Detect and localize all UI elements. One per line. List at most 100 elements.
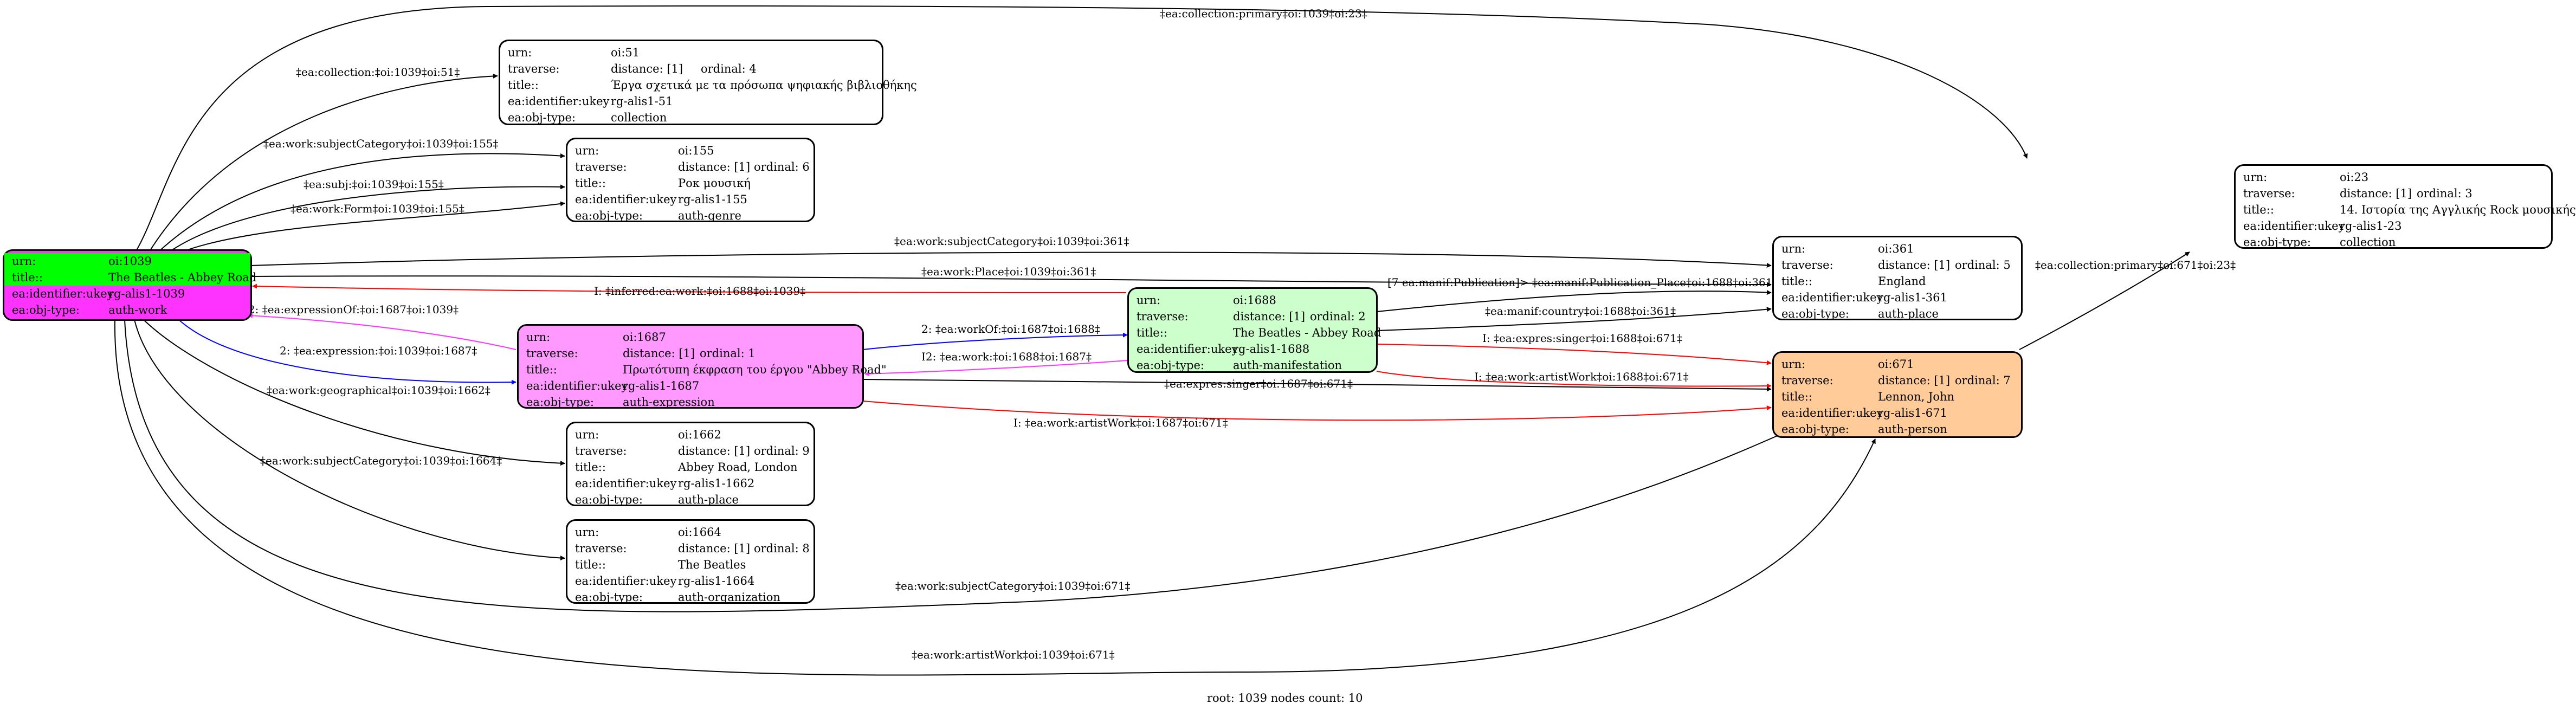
node-oi-1688[interactable]: urn:oi:1688 traverse:distance: [1]ordina…	[1127, 287, 1381, 373]
edge-line	[250, 275, 1772, 287]
row-key: ea:obj-type:	[575, 591, 643, 604]
row-ordinal: ordinal: 5	[1955, 259, 2011, 272]
row-value: Έργα σχετικά με τα πρόσωπα ψηφιακής βιβλ…	[611, 79, 917, 92]
row-key: ea:obj-type:	[1781, 307, 1849, 320]
edge-label: I: ‡inferred:ea:work:‡oi:1688‡oi:1039‡	[594, 285, 805, 298]
node-row-urn: urn:oi:1688	[1137, 292, 1368, 308]
node-oi-51[interactable]: urn:oi:51 traverse:distance: [1]ordinal:…	[499, 40, 917, 125]
edge-label: ‡ea:work:subjectCategory‡oi:1039‡oi:361‡	[894, 235, 1129, 248]
node-row-traverse: traverse:distance: [1]ordinal: 6	[575, 159, 810, 175]
node-oi-1687[interactable]: urn:oi:1687 traverse:distance: [1]ordina…	[517, 324, 887, 409]
row-key: ea:obj-type:	[2243, 236, 2311, 249]
row-value: rg-alis1-1688	[1233, 343, 1310, 356]
row-value: auth-organization	[678, 591, 780, 604]
row-key: urn:	[1781, 358, 1806, 371]
node-row-urn: urn: oi:361	[1781, 241, 2013, 257]
node-row-objtype: ea:obj-type:auth-place	[1781, 306, 2013, 322]
node-row-traverse: traverse:distance: [1]ordinal: 1	[526, 345, 855, 362]
row-value: rg-alis1-155	[678, 193, 747, 206]
edge-line	[864, 360, 1128, 377]
row-key: title::	[526, 363, 557, 376]
row-key: ea:obj-type:	[575, 209, 643, 222]
row-key: title::	[575, 177, 606, 190]
row-value: distance: [1]	[623, 347, 695, 360]
node-oi-23[interactable]: urn:oi:23 traverse: distance: [1] ordinal:…	[2234, 164, 2576, 250]
edge-label: ‡ea:work:geographical‡oi:1039‡oi:1662‡	[267, 384, 490, 397]
edge-label: ‡ea:work:subjectCategory‡oi:1039‡oi:1664…	[260, 454, 502, 467]
node-oi-1662[interactable]: urn:oi:1662 traverse:distance: [1]ordina…	[566, 422, 815, 506]
row-key: traverse:	[1137, 310, 1189, 323]
row-ordinal: ordinal: 9	[754, 444, 810, 457]
node-oi-361[interactable]: urn: oi:361 traverse:distance: [1]ordinal…	[1772, 236, 2023, 320]
node-row-urn: urn:oi:155	[575, 143, 806, 159]
row-value: rg-alis1-23	[2340, 220, 2402, 233]
node-oi-1039[interactable]: urn: oi:1039 title:: The Beatles - Abbey…	[3, 249, 256, 321]
node-row-traverse: traverse: distance: [1] ordinal: 3	[2243, 185, 2543, 202]
row-value: distance: [1]	[678, 444, 751, 457]
row-value: oi:361	[1878, 242, 1914, 255]
edge-line	[248, 313, 517, 350]
edge-label: ‡ea:work:Form‡oi:1039‡oi:155‡	[290, 202, 464, 215]
row-value: The Beatles - Abbey Road	[1233, 326, 1381, 339]
node-row-traverse: traverse:distance: [1]ordinal: 4	[508, 61, 874, 77]
row-ordinal: ordinal: 1	[700, 347, 756, 360]
edge-1687-671-b: I: ‡ea:work:artistWork‡oi:1687‡oi:671‡	[862, 401, 1772, 429]
node-row-objtype: ea:obj-type:collection	[2243, 234, 2543, 250]
row-value: Πρωτότυπη έκφραση του έργου "Abbey Road"	[623, 363, 887, 376]
row-key: ea:obj-type:	[12, 304, 80, 317]
edge-671-23: ‡ea:collection:primary‡oi:671‡oi:23‡	[2019, 251, 2236, 350]
node-row-traverse: traverse:distance: [1]ordinal: 7	[1781, 372, 2013, 389]
row-ordinal: ordinal: 3	[2417, 187, 2472, 200]
edge-label: [7 ea:manif:Publication]> ‡ea:manif:Publ…	[1387, 276, 1785, 289]
row-key: ea:identifier:ukey	[1781, 291, 1883, 304]
row-value: The Beatles	[678, 558, 746, 571]
row-value: oi:1039	[108, 255, 152, 268]
node-row-traverse: traverse:distance: [1]ordinal: 5	[1781, 257, 2013, 273]
row-value: auth-work	[108, 304, 167, 317]
node-row-objtype: ea:obj-type:auth-place	[575, 492, 806, 508]
node-oi-1664[interactable]: urn:oi:1664 traverse:distance: [1]ordina…	[566, 519, 815, 604]
node-oi-155[interactable]: urn:oi:155 traverse:distance: [1]ordinal…	[566, 138, 815, 222]
edge-1039-155-a: ‡ea:work:subjectCategory‡oi:1039‡oi:155‡	[158, 137, 565, 253]
node-row-urn: urn:oi:23	[2243, 169, 2543, 185]
edge-1039-671-a: ‡ea:work:subjectCategory‡oi:1039‡oi:671‡	[124, 319, 1789, 612]
row-value: oi:1688	[1233, 294, 1276, 307]
edge-1688-1039: I: ‡inferred:ea:work:‡oi:1688‡oi:1039‡	[252, 283, 1127, 298]
node-row-title: title::Έργα σχετικά με τα πρόσωπα ψηφιακ…	[508, 77, 917, 93]
row-key: urn:	[575, 428, 599, 441]
node-row-traverse: traverse:distance: [1]ordinal: 2	[1137, 308, 1368, 325]
row-key: title::	[1781, 390, 1812, 403]
edge-1039-1662: ‡ea:work:geographical‡oi:1039‡oi:1662‡	[143, 319, 565, 466]
row-value: distance: [1]	[2340, 187, 2412, 200]
edge-1688-671-a: I: ‡ea:expres:singer‡oi:1688‡oi:671‡	[1376, 332, 1772, 365]
row-key: title::	[1781, 275, 1812, 288]
row-key: ea:identifier:ukey	[575, 477, 677, 490]
row-key: urn:	[1781, 242, 1806, 255]
edge-line	[1376, 307, 1772, 331]
row-value: oi:23	[2340, 171, 2369, 184]
row-value: oi:1687	[623, 331, 666, 344]
row-value: Abbey Road, London	[678, 461, 798, 474]
row-value: oi:1664	[678, 526, 721, 539]
node-oi-671[interactable]: urn: oi:671 traverse:distance: [1]ordinal…	[1772, 351, 2023, 438]
edge-line	[143, 319, 565, 466]
edge-label: I: ‡ea:expres:singer‡oi:1688‡oi:671‡	[1482, 332, 1682, 345]
row-key: ea:obj-type:	[1781, 423, 1849, 436]
edge-label: ‡ea:collection:‡oi:1039‡oi:51‡	[296, 66, 460, 79]
row-value: auth-manifestation	[1233, 359, 1342, 372]
node-row-traverse: traverse:distance: [1]ordinal: 8	[575, 540, 810, 557]
row-key: ea:identifier:ukey	[575, 193, 677, 206]
edge-line	[2019, 251, 2190, 350]
node-row-traverse: traverse:distance: [1]ordinal: 9	[575, 443, 810, 459]
row-value: distance: [1]	[611, 62, 683, 75]
row-key: traverse:	[2243, 187, 2295, 200]
row-key: title::	[2243, 203, 2274, 216]
edge-label: ‡ea:collection:primary‡oi:671‡oi:23‡	[2035, 259, 2236, 272]
row-value: oi:51	[611, 46, 640, 59]
row-key: traverse:	[575, 542, 627, 555]
row-key: title::	[12, 271, 43, 284]
row-ordinal: ordinal: 2	[1310, 310, 1366, 323]
row-value: oi:671	[1878, 358, 1914, 371]
